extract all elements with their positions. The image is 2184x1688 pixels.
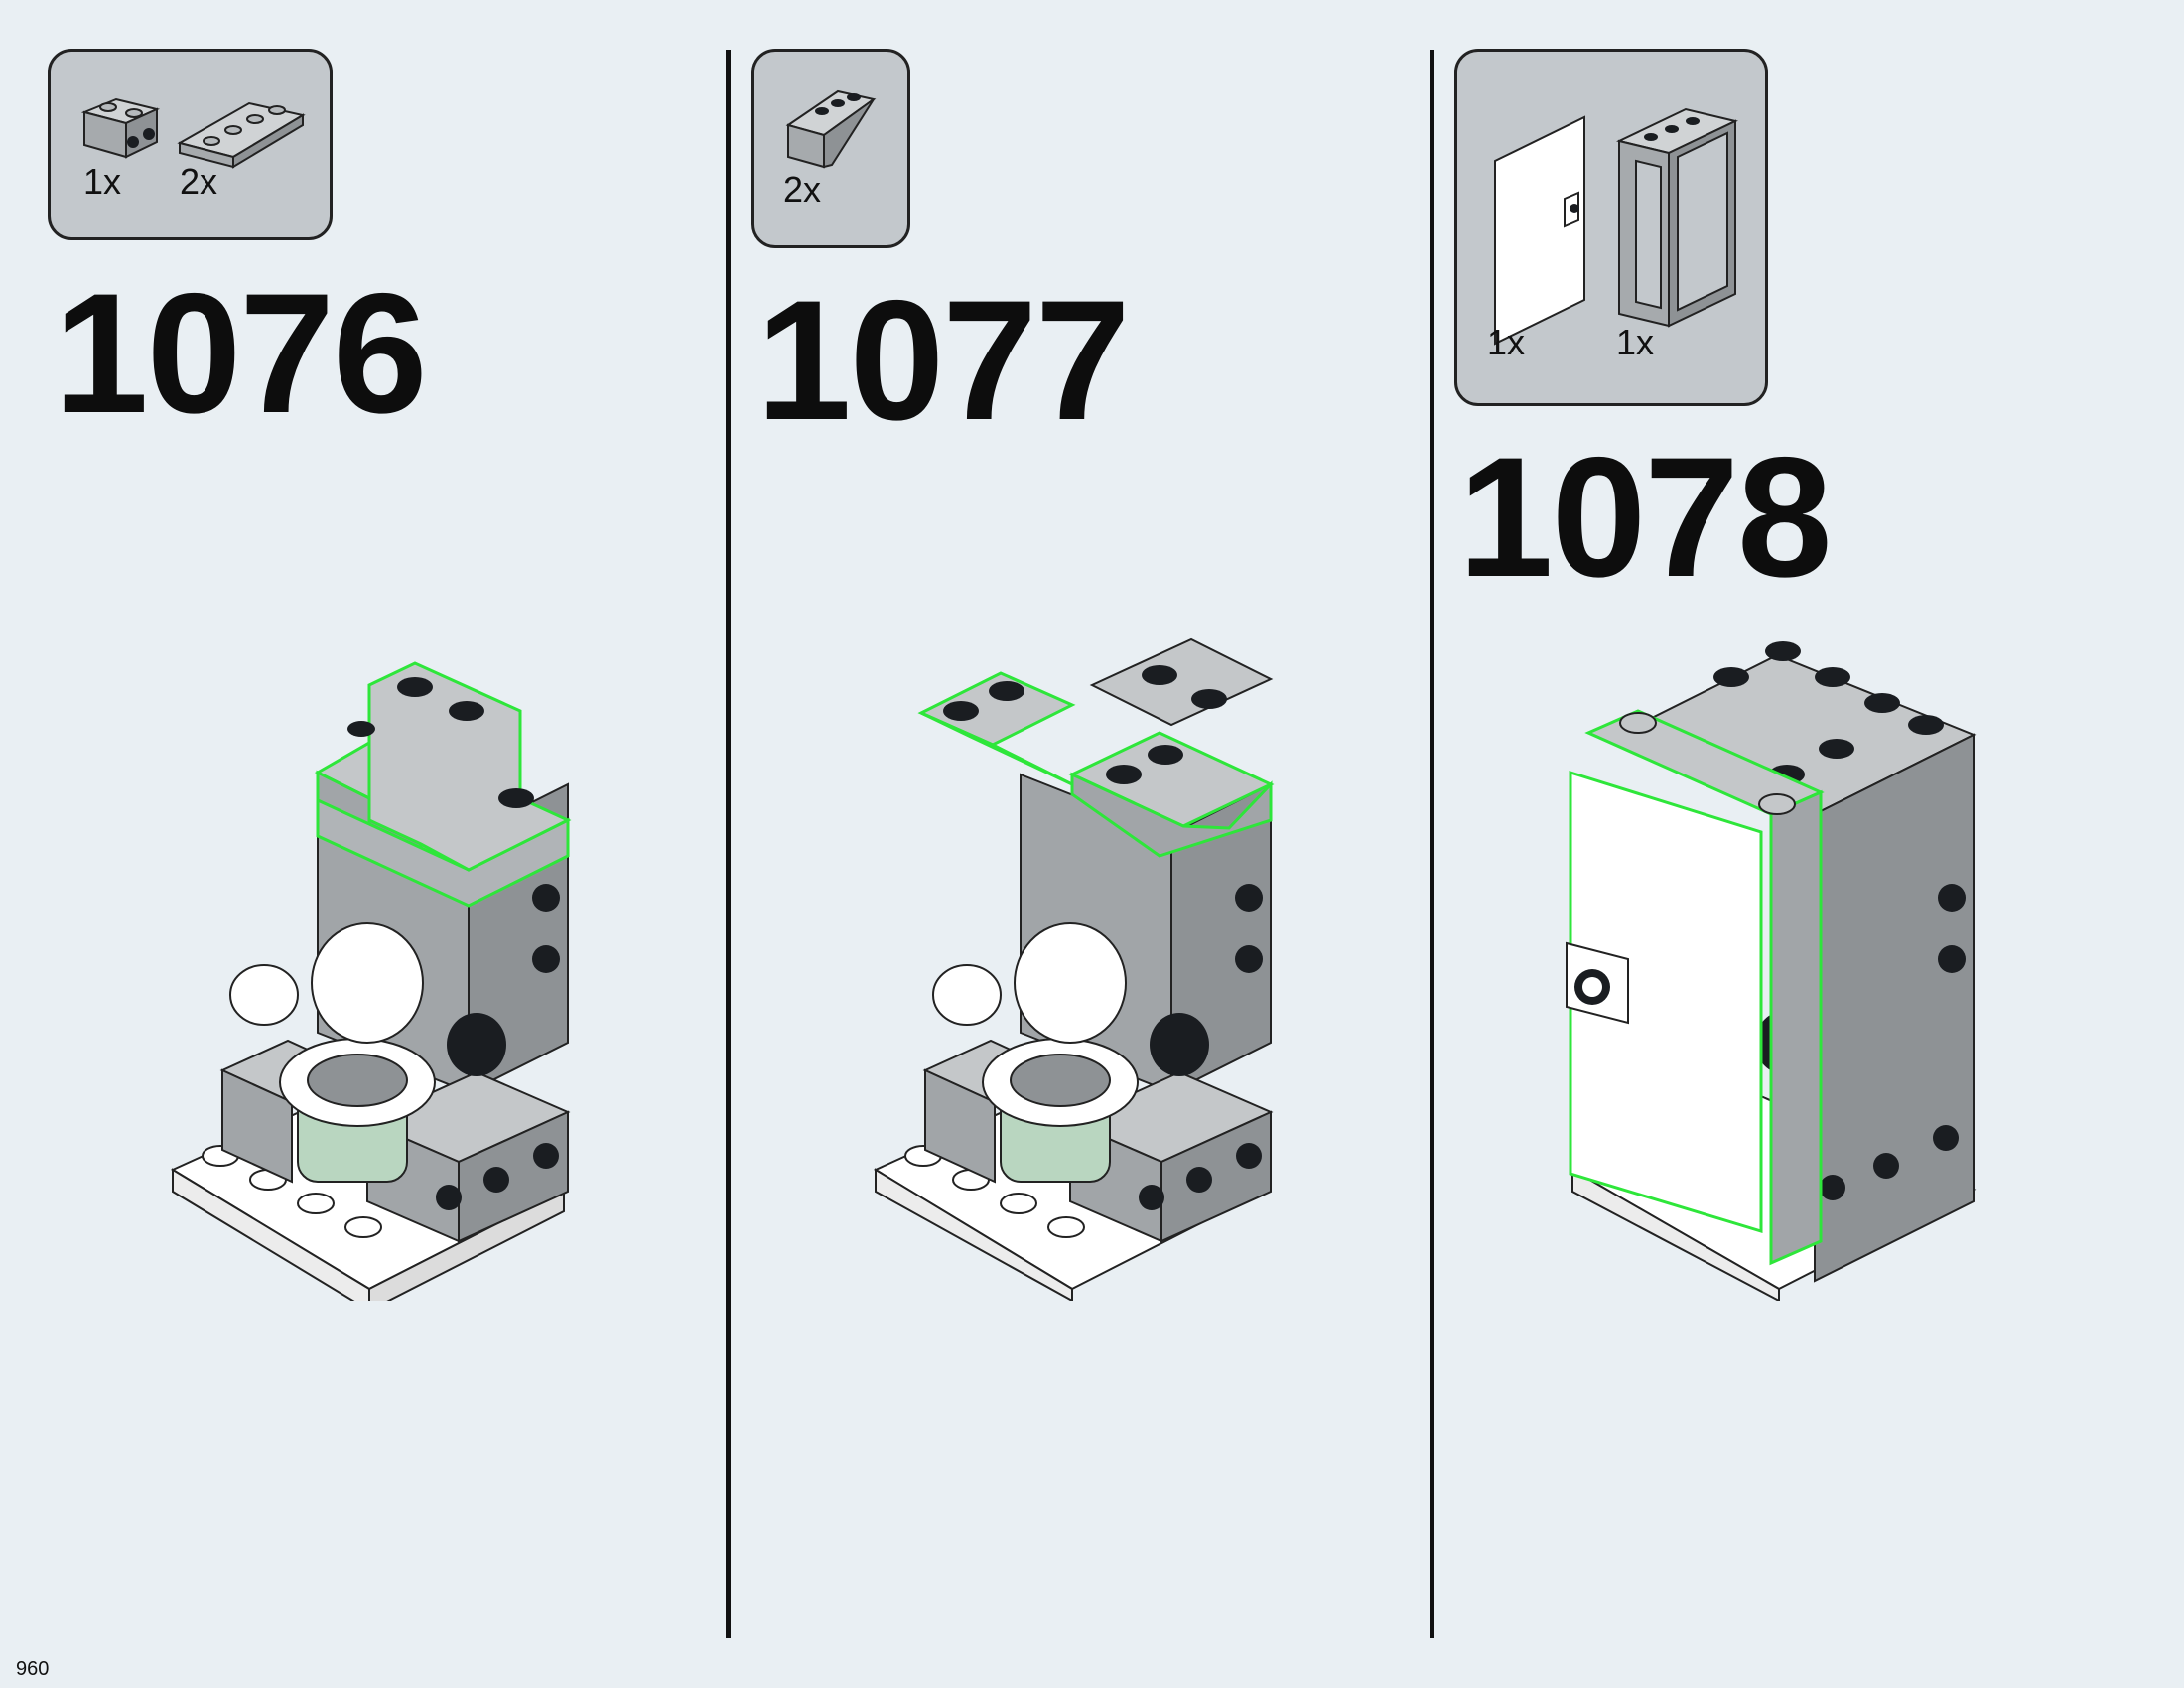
part-quantity: 2x bbox=[180, 161, 218, 202]
part-quantity: 1x bbox=[1616, 322, 1655, 362]
parts-callout: 1x 1x bbox=[1454, 49, 1768, 406]
door-panel-icon bbox=[1494, 115, 1585, 346]
toilet-booth-model-step-1077 bbox=[873, 637, 1275, 1301]
door-frame-icon bbox=[1616, 107, 1738, 328]
slope-inverted-1x3-icon bbox=[785, 89, 877, 169]
plate-1x4-icon bbox=[177, 101, 306, 169]
column-divider bbox=[726, 50, 731, 1638]
column-divider bbox=[1430, 50, 1434, 1638]
part-quantity: 1x bbox=[83, 161, 122, 202]
page-number: 960 bbox=[16, 1658, 50, 1680]
step-number: 1078 bbox=[1458, 422, 1833, 613]
parts-callout: 2x bbox=[751, 49, 910, 248]
brick-1x2-with-side-studs-icon bbox=[80, 97, 161, 159]
step-number: 1076 bbox=[54, 258, 428, 449]
parts-callout: 1x 2x bbox=[48, 49, 333, 240]
toilet-booth-model-step-1078 bbox=[1566, 641, 1977, 1301]
step-number: 1077 bbox=[756, 265, 1131, 456]
part-quantity: 1x bbox=[1487, 322, 1526, 362]
part-quantity: 2x bbox=[783, 169, 822, 210]
toilet-booth-model-step-1076 bbox=[170, 661, 572, 1301]
